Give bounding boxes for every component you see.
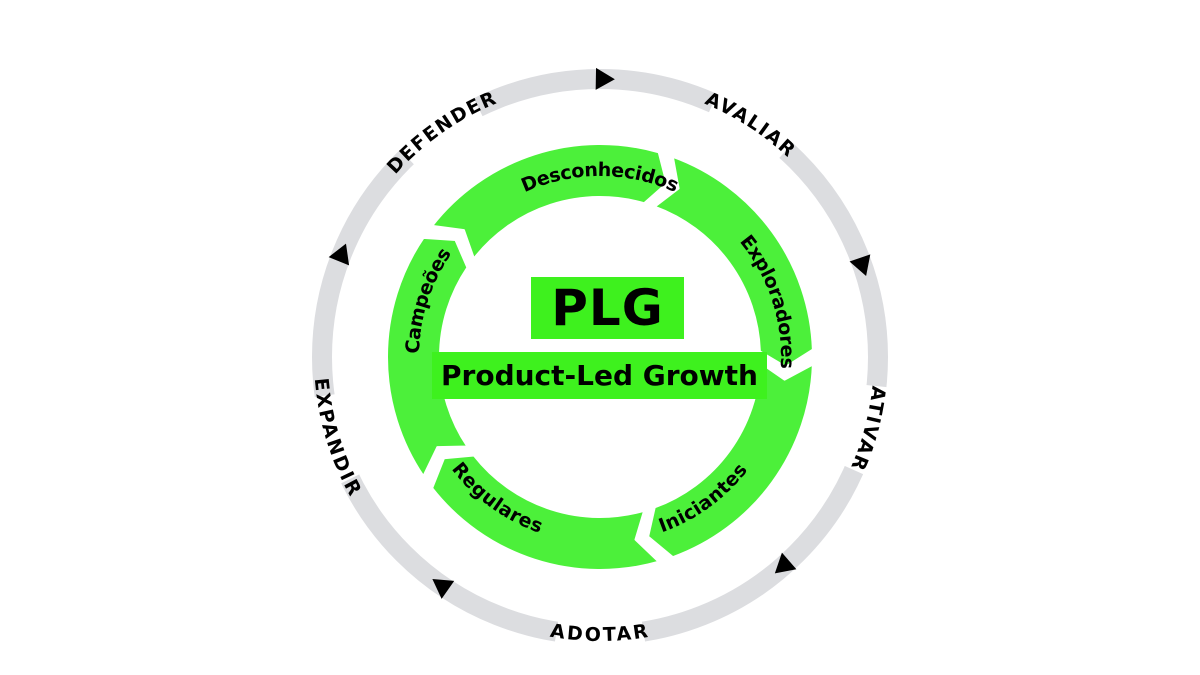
segment-campeões [386, 236, 469, 478]
triangle-arrow-icon [774, 552, 797, 574]
stage-label-expandir: EXPANDIR [310, 377, 367, 501]
triangle-arrow-icon [328, 243, 350, 266]
segment-desconhecidos [431, 143, 668, 260]
plg-subtitle-box: Product-Led Growth [432, 352, 767, 399]
plg-title-box: PLG [531, 277, 684, 339]
stage-label-avaliar: AVALIAR [702, 87, 801, 162]
triangle-arrow-icon [595, 67, 615, 90]
stage-label-gap [311, 393, 362, 485]
inner-segments [386, 143, 814, 571]
triangle-arrow-icon [432, 578, 455, 599]
stage-label-ativar: ATIVAR [846, 385, 890, 476]
arrows [328, 67, 871, 599]
plg-subtitle: Product-Led Growth [441, 359, 758, 392]
segment-iniciantes [647, 361, 814, 559]
plg-title: PLG [551, 279, 664, 337]
segment-exploradores [653, 155, 814, 368]
stage-label-gap [397, 95, 485, 167]
stage-label-gap [554, 618, 646, 648]
segment-regulares [431, 454, 660, 571]
stage-label-adotar: ADOTAR [549, 619, 651, 645]
stage-label-defender: DEFENDER [382, 86, 500, 178]
stage-label-gap [707, 91, 795, 161]
triangle-arrow-icon [849, 254, 871, 276]
stage-label-gap [842, 384, 890, 476]
